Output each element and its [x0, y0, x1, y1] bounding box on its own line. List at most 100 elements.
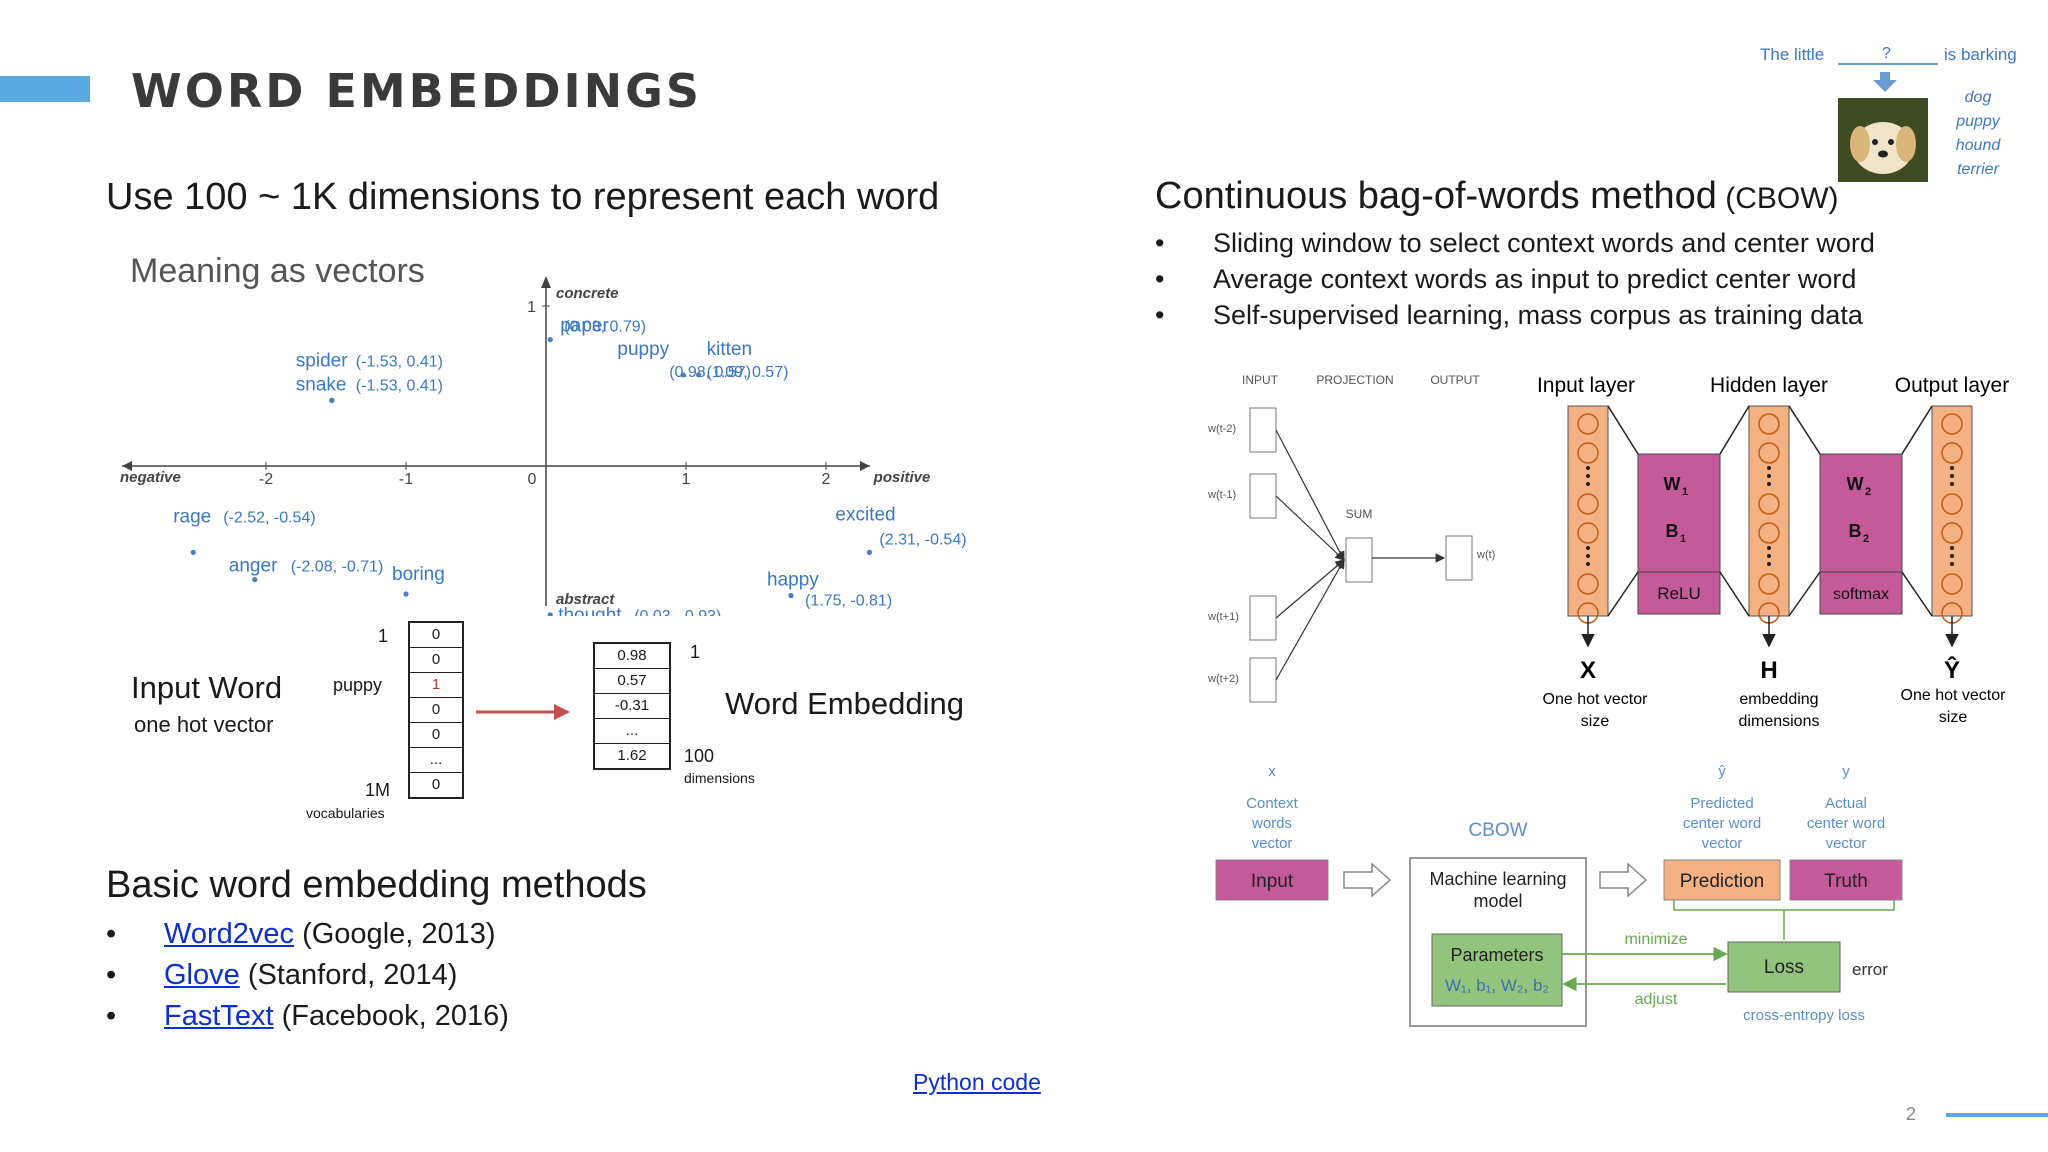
predicted-line1: Predicted: [1690, 795, 1753, 812]
point-excited: [866, 549, 873, 555]
layer-column: [1748, 405, 1790, 617]
point-coord-kitten: (1.09, 0.57): [707, 364, 789, 381]
context-line2: words: [1251, 815, 1292, 832]
layer-column: [1567, 405, 1609, 617]
network-layers: [1567, 405, 1973, 624]
prediction-box: [1663, 859, 1781, 901]
point-coord-paper: (0.03, 0.79): [564, 319, 646, 336]
y-desc-line1: One hot vector: [1901, 687, 2007, 704]
b1-label: B: [1666, 521, 1679, 541]
onehot-top-index: 1: [378, 626, 389, 646]
loss-box: [1727, 941, 1841, 993]
layer-connector: [1788, 405, 1821, 455]
truth-label: Truth: [1824, 871, 1868, 892]
b1-sub: 1: [1680, 533, 1686, 545]
input-word-label: w(t-2): [1207, 423, 1236, 435]
input-word-label: w(t+1): [1207, 611, 1239, 623]
chart-title: Meaning as vectors: [130, 252, 425, 290]
neuron: [1758, 413, 1780, 435]
input-layer-label: Input layer: [1537, 374, 1635, 397]
neuron: [1758, 573, 1780, 595]
cross-entropy-label: cross-entropy loss: [1743, 1007, 1865, 1024]
cbow-network-diagram: Input layer Hidden layer Output layer W …: [1537, 374, 2009, 730]
input-to-sum-arrow: [1275, 559, 1345, 619]
neuron: [1577, 413, 1599, 435]
neuron: [1577, 522, 1599, 544]
point-coord-anger: (-2.08, -0.71): [291, 559, 383, 576]
minimize-label: minimize: [1624, 931, 1687, 948]
x-label-negative: negative: [120, 469, 181, 486]
col-projection-label: PROJECTION: [1316, 373, 1393, 387]
vector-cell: 0: [410, 648, 462, 673]
input-word-boxes: w(t-2)w(t-1)w(t+1)w(t+2): [1207, 407, 1345, 703]
onehot-word: puppy: [333, 675, 383, 695]
inset-sentence-left: The little: [1760, 45, 1824, 64]
vector-cell: ...: [410, 748, 462, 773]
weights-block-2: W 2 B 2 softmax: [1819, 453, 1903, 615]
ellipsis-dot: [1767, 546, 1771, 550]
point-label-snake: snake: [296, 374, 347, 395]
meaning-vectors-chart: Meaning as vectors negative positive concr…: [120, 252, 967, 616]
layer-column: [1931, 405, 1973, 617]
method-link-fasttext[interactable]: FastText: [164, 1000, 274, 1032]
inset-sentence-right: is barking: [1944, 45, 2017, 64]
ellipsis-dot: [1586, 562, 1590, 566]
ellipsis-dot: [1586, 466, 1590, 470]
input-to-sum-arrow: [1275, 495, 1345, 561]
point-label-puppy: puppy: [617, 339, 669, 360]
candidate-word: terrier: [1957, 161, 1999, 178]
softmax-label: softmax: [1833, 586, 1889, 603]
x-tick-label: 1: [682, 471, 691, 488]
point-label-boring: boring: [392, 564, 445, 585]
parameters-label: Parameters: [1450, 945, 1543, 965]
w1-label: W: [1664, 474, 1681, 494]
x-label-positive: positive: [873, 469, 931, 486]
neuron: [1941, 493, 1963, 515]
one-hot-sublabel: one hot vector: [134, 712, 274, 737]
hidden-layer-label: Hidden layer: [1710, 374, 1828, 397]
output-layer-label: Output layer: [1895, 374, 2009, 397]
input-word-box: [1249, 473, 1277, 519]
point-label-spider: spider: [296, 350, 348, 371]
vector-cell: 0.98: [595, 644, 669, 669]
point-label-thought: thought: [558, 605, 622, 616]
point-label-rage: rage: [173, 506, 211, 527]
output-label: w(t): [1476, 549, 1495, 561]
embedding-top-index: 1: [690, 642, 701, 662]
method-item: FastText (Facebook, 2016): [106, 996, 509, 1037]
x-tick-label: 0: [528, 471, 537, 488]
vector-cell: -0.31: [595, 694, 669, 719]
point-snake: [329, 397, 335, 403]
vector-cell: 0: [410, 623, 462, 648]
embedding-bottom-index: 100: [684, 746, 715, 766]
ellipsis-dot: [1950, 474, 1954, 478]
input-word-box: [1249, 657, 1277, 703]
chart-points: paper(0.03, 0.79)puppy(0.98, 0.57)kitten…: [173, 316, 967, 616]
prediction-label: Prediction: [1680, 871, 1765, 892]
parameters-box: [1431, 933, 1563, 1007]
vector-cell: 0: [410, 698, 462, 723]
cbow-bullet: Self-supervised learning, mass corpus as…: [1155, 297, 1875, 333]
cbow-architecture-diagram: INPUT PROJECTION OUTPUT w(t-2)w(t-1)w(t+…: [1207, 373, 1495, 703]
ml-model-line1: Machine learning: [1429, 869, 1566, 889]
predicted-line3: vector: [1702, 835, 1743, 852]
inset-blank: ?: [1882, 45, 1891, 62]
point-anger: [252, 577, 258, 583]
neuron: [1758, 442, 1780, 464]
method-link-word2vec[interactable]: Word2vec: [164, 918, 295, 950]
error-label: error: [1852, 960, 1888, 979]
flow-y-symbol: y: [1842, 763, 1850, 780]
y-label-top: concrete: [556, 285, 619, 302]
python-code-link[interactable]: Python code: [913, 1069, 1041, 1095]
b2-sub: 2: [1863, 533, 1869, 545]
flow-yhat-symbol: ŷ: [1718, 763, 1726, 780]
b2-label: B: [1849, 521, 1862, 541]
candidate-word: hound: [1956, 137, 2002, 154]
method-link-glove[interactable]: Glove: [164, 959, 240, 991]
vector-cell: 0.57: [595, 669, 669, 694]
y-desc-line2: size: [1939, 709, 1968, 726]
ellipsis-dot: [1586, 546, 1590, 550]
